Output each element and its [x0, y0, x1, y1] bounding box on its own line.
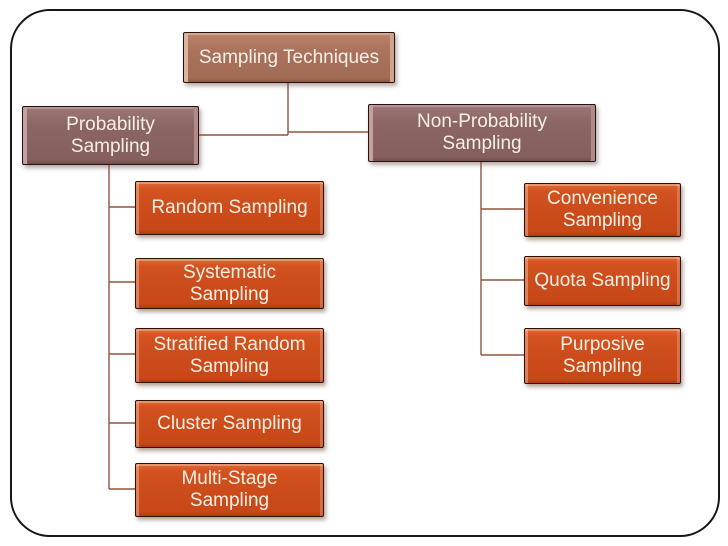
node-cluster-sampling: Cluster Sampling — [135, 400, 324, 448]
node-label: Random Sampling — [151, 197, 308, 219]
node-label: Sampling — [70, 135, 151, 157]
node-label: Sampling — [189, 490, 270, 511]
node-convenience-sampling: Convenience Sampling — [524, 183, 681, 237]
node-label: Multi-Stage — [181, 468, 278, 490]
node-multi-stage-sampling: Multi-Stage Sampling — [135, 463, 324, 517]
node-probability-sampling: Probability Sampling — [22, 106, 199, 165]
node-stratified-random-sampling: Stratified Random Sampling — [135, 328, 324, 383]
node-systematic-sampling: Systematic Sampling — [135, 258, 324, 309]
node-label: Sampling — [562, 356, 643, 377]
node-label: Sampling — [562, 210, 643, 231]
node-label: Probability — [66, 113, 155, 135]
node-non-probability-sampling: Non-Probability Sampling — [368, 104, 596, 162]
node-label: Purposive — [560, 334, 645, 356]
node-label: Sampling — [189, 283, 270, 305]
node-label: Sampling Techniques — [198, 46, 380, 68]
node-label: Quota Sampling — [534, 270, 671, 292]
node-random-sampling: Random Sampling — [135, 181, 324, 235]
node-label: Convenience — [547, 188, 658, 210]
node-label: Stratified Random — [153, 333, 306, 355]
node-label: Systematic — [183, 261, 276, 283]
node-label: Sampling — [442, 133, 522, 154]
node-label: Cluster Sampling — [157, 413, 302, 435]
node-label: Non-Probability — [417, 111, 547, 133]
node-sampling-techniques: Sampling Techniques — [183, 32, 395, 83]
node-purposive-sampling: Purposive Sampling — [524, 328, 681, 384]
node-label: Sampling — [189, 355, 270, 377]
node-quota-sampling: Quota Sampling — [524, 256, 681, 306]
